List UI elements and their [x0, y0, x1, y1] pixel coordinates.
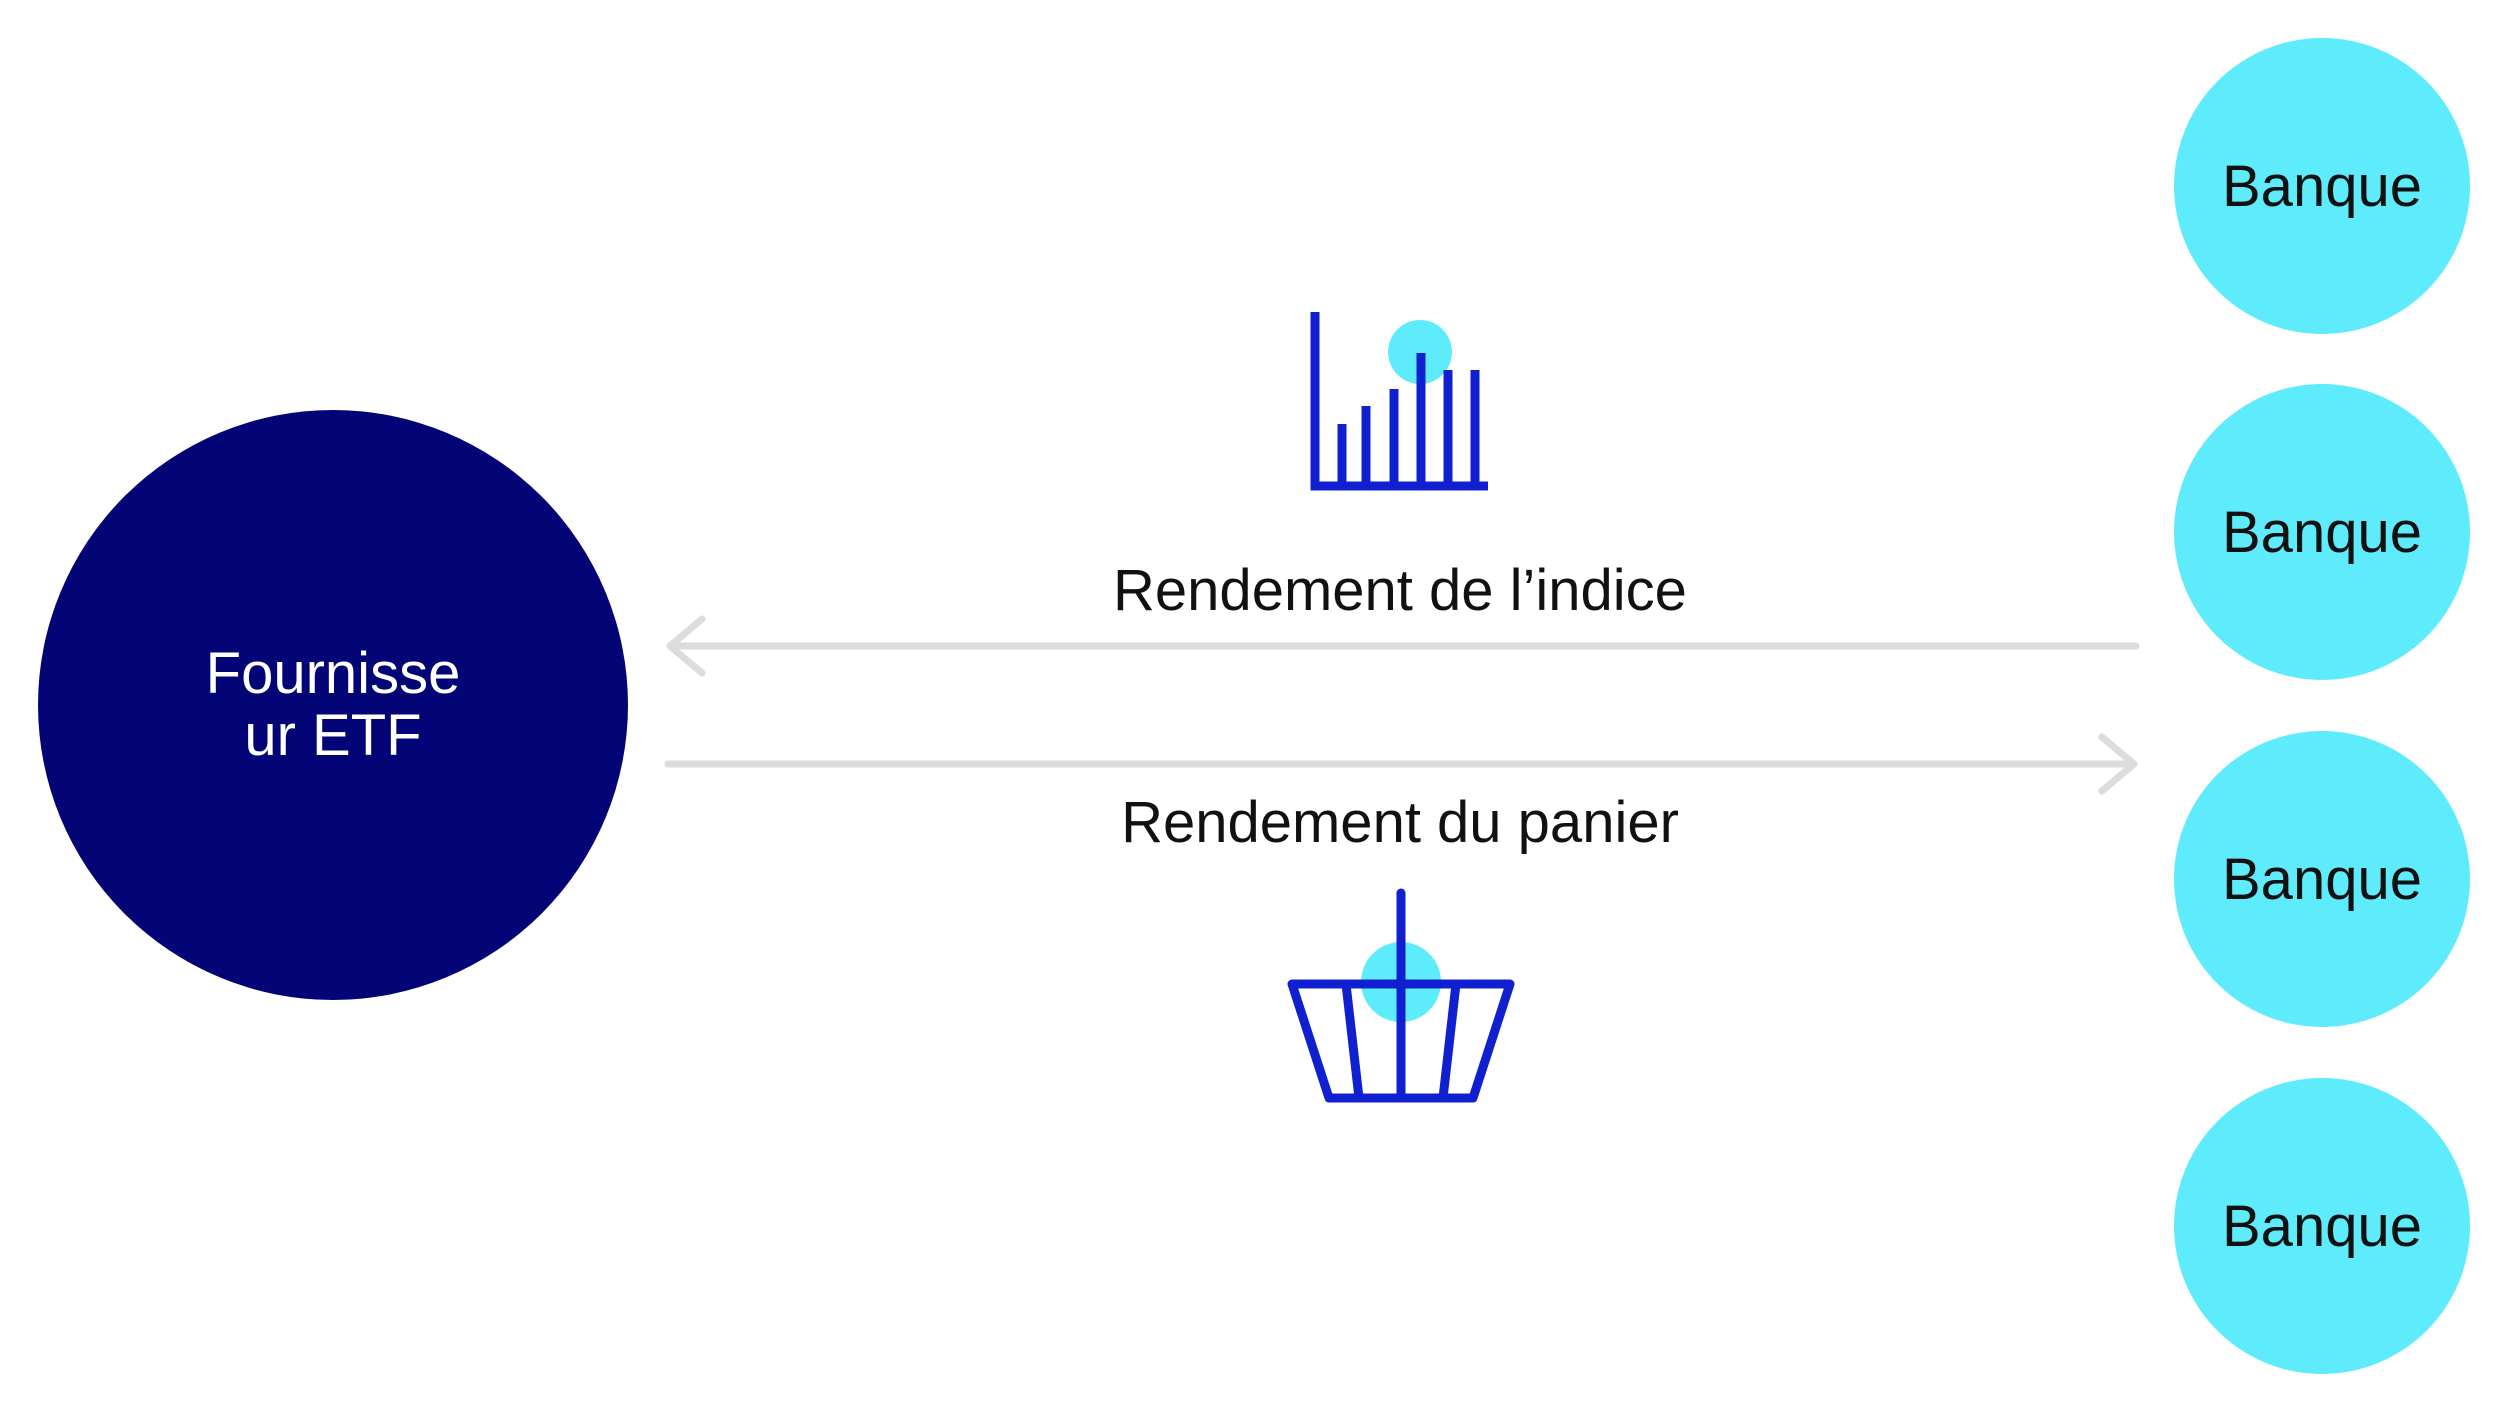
basket-icon — [1287, 888, 1515, 1103]
bank-node-2: Banque — [2174, 384, 2470, 680]
bank-node-4: Banque — [2174, 1078, 2470, 1374]
bank-label: Banque — [2222, 846, 2422, 912]
index-return-label: Rendement de l’indice — [1113, 558, 1687, 623]
bank-node-1: Banque — [2174, 38, 2470, 334]
bank-label: Banque — [2222, 153, 2422, 219]
index-return-arrow — [666, 615, 2140, 677]
provider-label-line1: Fournisse — [205, 641, 461, 706]
bank-node-3: Banque — [2174, 731, 2470, 1027]
bank-label: Banque — [2222, 1193, 2422, 1259]
provider-label-line2: ur ETF — [244, 703, 422, 768]
basket-return-arrow — [664, 733, 2138, 795]
bar-chart-icon — [1310, 312, 1488, 491]
basket-return-label: Rendement du panier — [1121, 790, 1679, 855]
bank-label: Banque — [2222, 499, 2422, 565]
etf-provider-node: Fournisse ur ETF — [38, 410, 628, 1000]
